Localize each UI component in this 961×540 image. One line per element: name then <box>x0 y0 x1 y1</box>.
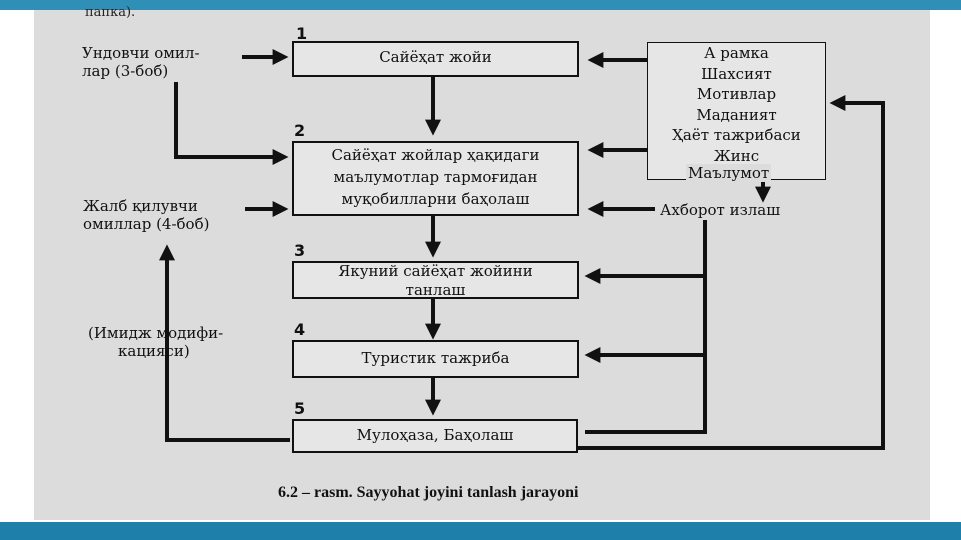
step-box-4: Туристик тажриба <box>292 340 579 378</box>
factor-item: Шахсият <box>701 64 772 83</box>
step-number-2: 2 <box>294 121 306 140</box>
factor-item: Жинс <box>713 146 760 165</box>
step-2-line-3: муқобилларни баҳолаш <box>341 190 530 208</box>
step-number-5: 5 <box>294 399 306 418</box>
step-label-5: Мулоҳаза, Баҳолаш <box>356 426 514 444</box>
step-number-1: 1 <box>296 24 308 43</box>
step-box-1: Сайёҳат жойи <box>292 41 579 77</box>
step-number-4: 4 <box>294 320 306 339</box>
arrow-info-to-step3 <box>584 220 707 284</box>
step-label-4: Туристик тажриба <box>361 349 510 367</box>
factor-item: Ҳаёт тажрибаси <box>672 126 801 144</box>
step-2-line-1: Сайёҳат жойлар ҳақидаги <box>331 146 540 164</box>
image-line-1: (Имидж модифи- <box>88 324 224 342</box>
step-box-3: Якуний сайёҳат жойини танлаш <box>292 261 579 299</box>
clipped-top-text: папка). <box>85 5 136 20</box>
factor-item-last: Маълумот <box>686 164 772 182</box>
bottom-accent-bar <box>0 522 961 540</box>
factor-item: Мотивлар <box>696 85 777 103</box>
step-box-2: Сайёҳат жойлар ҳақидаги маълумотлар тарм… <box>292 141 579 216</box>
step-label-1: Сайёҳат жойи <box>379 48 492 66</box>
pull-factors-label: Жалб қилувчи омиллар (4-боб) <box>83 197 209 233</box>
step-2-line-2: маълумотлар тармоғидан <box>333 168 538 186</box>
factor-item: Маданият <box>696 105 777 124</box>
push-factors-label: Ундовчи омил- лар (3-боб) <box>82 44 200 80</box>
image-line-2: кацияси) <box>118 342 190 360</box>
top-accent-bar <box>0 0 961 10</box>
step-number-3: 3 <box>294 241 306 260</box>
step-3-line-2: танлаш <box>405 281 466 299</box>
info-search-label: Ахборот излаш <box>660 201 781 219</box>
factor-item: А рамка <box>704 44 769 62</box>
push-line-1: Ундовчи омил- <box>82 44 200 62</box>
connector-info-to-step5 <box>585 276 707 434</box>
step-box-5: Мулоҳаза, Баҳолаш <box>292 419 578 453</box>
image-modification-label: (Имидж модифи- кацияси) <box>88 324 223 360</box>
arrow-step5-feedback <box>576 95 885 450</box>
push-line-2: лар (3-боб) <box>82 62 169 80</box>
pull-line-2: омиллар (4-боб) <box>83 215 210 233</box>
pull-line-1: Жалб қилувчи <box>83 197 198 215</box>
arrow-step5-to-pull <box>159 244 290 442</box>
personal-factors-box: А рамка Шахсият Мотивлар Маданият Ҳаёт т… <box>647 42 826 185</box>
step-3-line-1: Якуний сайёҳат жойини <box>338 262 533 280</box>
arrow-push-to-step2 <box>174 82 289 165</box>
figure-caption: 6.2 – rasm. Sayyohat joyini tanlash jara… <box>278 484 579 501</box>
